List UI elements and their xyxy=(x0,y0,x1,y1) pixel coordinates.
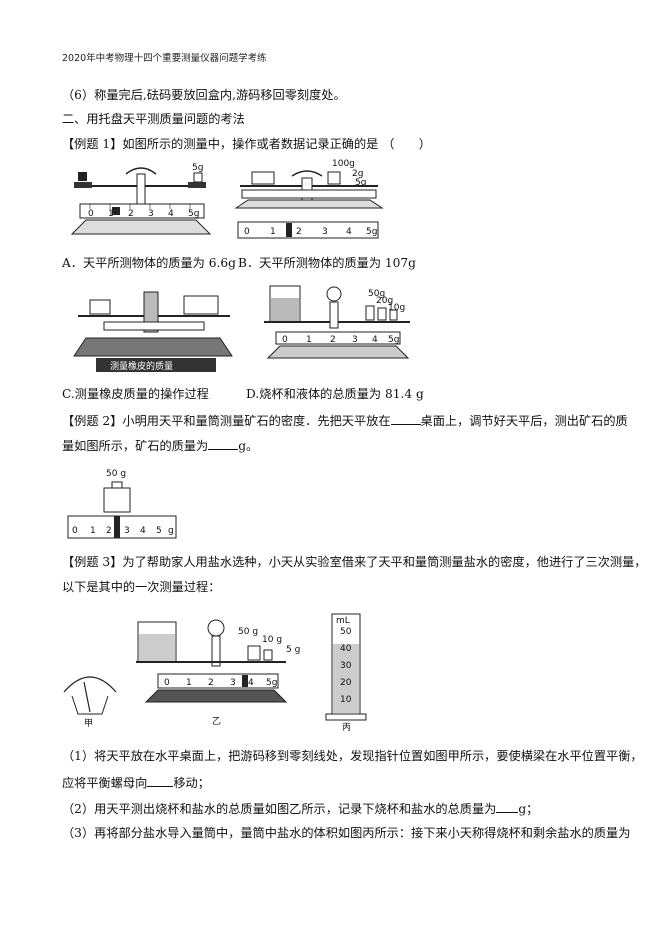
svg-text:0: 0 xyxy=(244,227,250,237)
example3-line1: 【例题 3】为了帮助家人用盐水选种，小天从实验室借来了天平和量筒测量盐水的密度，… xyxy=(62,555,647,569)
figure-b-balance: 100g 2g 5g 0 1 2 3 4 5g xyxy=(234,159,384,239)
svg-text:3: 3 xyxy=(322,227,328,237)
option-d: D.烧杯和液体的总质量为 81.4 g xyxy=(246,387,424,401)
svg-text:1: 1 xyxy=(186,678,192,688)
svg-text:0: 0 xyxy=(72,526,78,536)
option-a: A．天平所测物体的质量为 6.6g xyxy=(62,256,236,270)
figure-c-balance: 测量橡皮的质量 xyxy=(73,291,233,372)
example2-line2: 量如图所示，矿石的质量为 g。 xyxy=(62,436,258,455)
label-yi: 乙 xyxy=(212,716,221,727)
weight-50g-ex2: 50 g xyxy=(106,469,126,479)
answer-blank-total-mass[interactable] xyxy=(496,799,519,813)
weight-5g-label: 5g xyxy=(192,163,203,173)
svg-text:1: 1 xyxy=(270,227,276,237)
step2-text-a: （2）用天平测出烧杯和盐水的总质量如图乙所示，记录下烧杯和盐水的总质量为 xyxy=(62,802,497,816)
label-jia: 甲 xyxy=(84,718,93,729)
svg-text:3: 3 xyxy=(124,526,130,536)
svg-text:2: 2 xyxy=(128,209,134,219)
svg-text:2: 2 xyxy=(296,227,302,237)
option-b: B．天平所测物体的质量为 107g xyxy=(238,256,416,270)
svg-text:4: 4 xyxy=(140,526,146,536)
cylinder-unit: mL xyxy=(336,616,350,626)
svg-text:4: 4 xyxy=(346,227,352,237)
cyl-10: 10 xyxy=(340,695,352,705)
example2-text-a: 【例题 2】小明用天平和量筒测量矿石的密度．先把天平放在 xyxy=(62,414,391,428)
step2-line: （2）用天平测出烧杯和盐水的总质量如图乙所示，记录下烧杯和盐水的总质量为 g； xyxy=(62,799,538,818)
answer-blank-table[interactable] xyxy=(390,411,421,425)
figure-bing-cylinder: mL 50 40 30 20 10 丙 xyxy=(325,613,367,733)
figure-yi-balance: 50 g 10 g 5 g 0 1 2 3 4 5g 乙 xyxy=(136,619,300,727)
svg-text:3: 3 xyxy=(148,209,154,219)
svg-text:4: 4 xyxy=(248,678,254,688)
step3-line: （3）再将部分盐水导入量筒中，量筒中盐水的体积如图丙所示：接下来小天称得烧杯和剩… xyxy=(62,826,631,840)
svg-text:5g: 5g xyxy=(366,227,377,237)
answer-blank-direction[interactable] xyxy=(147,773,174,787)
answer-blank-mass[interactable] xyxy=(208,436,239,450)
figure-jia-pointer: 甲 xyxy=(63,676,117,729)
svg-text:2: 2 xyxy=(330,335,336,345)
figure-d-balance: 50g 20g 10g 0 1 2 3 4 5g xyxy=(264,285,410,359)
svg-text:5g: 5g xyxy=(188,209,199,219)
weight-10g-label: 10g xyxy=(388,303,405,313)
label-bing: 丙 xyxy=(342,722,351,733)
svg-text:5g: 5g xyxy=(388,335,399,345)
step1-text-b: 应将平衡螺母向 xyxy=(62,776,148,790)
svg-text:4: 4 xyxy=(168,209,174,219)
cyl-50: 50 xyxy=(340,627,352,637)
weight-2g-label: 2g xyxy=(352,169,363,179)
svg-text:5: 5 xyxy=(156,526,162,536)
svg-text:2: 2 xyxy=(208,678,214,688)
svg-text:4: 4 xyxy=(372,335,378,345)
example2-text-d: g。 xyxy=(238,439,259,453)
step2-text-b: g； xyxy=(518,802,539,816)
step1-line1: （1）将天平放在水平桌面上，把游码移到零刻线处，发现指针位置如图甲所示，要使横梁… xyxy=(62,749,643,763)
section-heading: 二、用托盘天平测质量问题的考法 xyxy=(62,112,245,126)
step1-text-c: 移动； xyxy=(173,776,210,790)
weight-5g-b-label: 5g xyxy=(355,178,366,188)
cyl-20: 20 xyxy=(340,678,352,688)
example2-text-b: 桌面上，调节好天平后，测出矿石的质 xyxy=(420,414,628,428)
svg-text:3: 3 xyxy=(230,678,236,688)
svg-text:g: g xyxy=(168,526,174,536)
svg-text:0: 0 xyxy=(88,209,94,219)
line-note-6: （6）称量完后,砝码要放回盒内,游码移回零刻度处。 xyxy=(62,88,346,102)
weight-10g-yi: 10 g xyxy=(262,635,282,645)
svg-text:2: 2 xyxy=(106,526,112,536)
weight-50g-label: 50g xyxy=(368,289,385,299)
svg-text:1: 1 xyxy=(306,335,312,345)
page-header: 2020年中考物理十四个重要测量仪器问题学考练 xyxy=(62,53,267,64)
example2-text-c: 量如图所示，矿石的质量为 xyxy=(62,439,209,453)
figure-a-balance: 5g 0 1 2 3 4 5g xyxy=(70,163,212,235)
svg-text:0: 0 xyxy=(282,335,288,345)
svg-text:0: 0 xyxy=(164,678,170,688)
weight-100g-label: 100g xyxy=(332,159,355,169)
weight-50g-yi: 50 g xyxy=(238,627,258,637)
example3-line2: 以下是其中的一次测量过程： xyxy=(62,580,221,594)
option-c: C.测量橡皮质量的操作过程 xyxy=(62,387,209,401)
step1-line2: 应将平衡螺母向 移动； xyxy=(62,773,210,792)
cyl-30: 30 xyxy=(340,661,352,671)
example1-question: 【例题 1】如图所示的测量中，操作或者数据记录正确的是 （ ） xyxy=(62,137,431,151)
cyl-40: 40 xyxy=(340,644,352,654)
svg-text:1: 1 xyxy=(108,209,114,219)
weight-20g-label: 20g xyxy=(376,296,393,306)
svg-text:3: 3 xyxy=(352,335,358,345)
svg-text:5g: 5g xyxy=(266,678,277,688)
example2-line1: 【例题 2】小明用天平和量筒测量矿石的密度．先把天平放在 桌面上，调节好天平后，测… xyxy=(62,411,628,430)
caption-eraser: 测量橡皮的质量 xyxy=(110,360,173,372)
svg-text:1: 1 xyxy=(90,526,96,536)
weight-5g-yi: 5 g xyxy=(286,645,300,655)
